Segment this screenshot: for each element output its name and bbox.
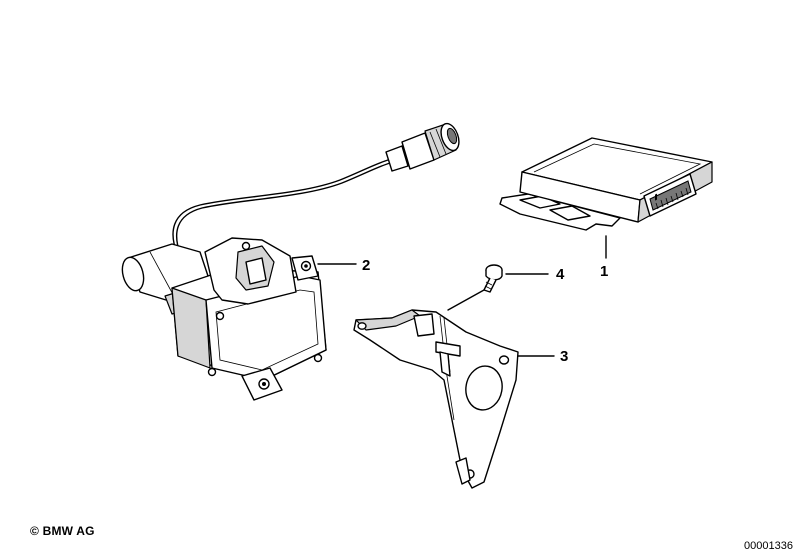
bracket[interactable] xyxy=(353,309,519,489)
callout-1: 1 xyxy=(600,263,608,280)
mounting-bolt[interactable] xyxy=(483,264,503,293)
leader-lines xyxy=(317,235,607,357)
cable-connector xyxy=(385,122,460,172)
actuator-housing xyxy=(171,237,327,401)
copyright-notice: © BMW AG xyxy=(30,524,95,538)
document-number: 00001336 xyxy=(744,540,793,552)
actuator-assembly[interactable] xyxy=(119,121,462,401)
control-unit-connector xyxy=(643,173,697,217)
control-unit[interactable] xyxy=(499,137,713,231)
callout-4: 4 xyxy=(556,266,565,283)
callout-2: 2 xyxy=(362,257,370,274)
callout-3: 3 xyxy=(560,348,568,365)
